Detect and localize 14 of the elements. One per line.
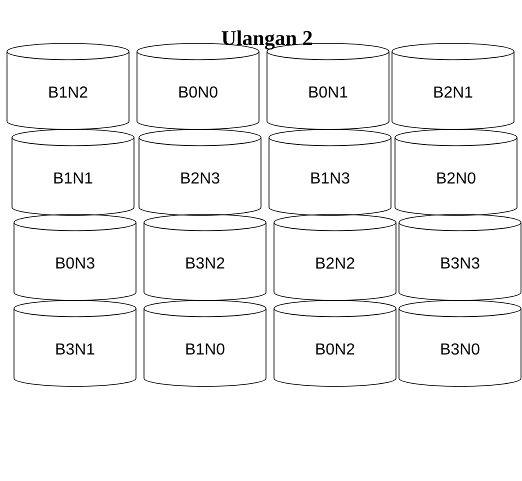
cylinder: B3N0	[398, 300, 522, 387]
cylinder: B3N1	[14, 300, 136, 387]
cylinder: B1N1	[12, 128, 134, 216]
cylinder: B3N2	[144, 214, 266, 301]
cylinder: B2N3	[138, 128, 262, 216]
cylinder: B0N3	[14, 214, 136, 301]
cylinder: B0N2	[274, 300, 396, 387]
cylinder: B1N2	[6, 42, 130, 130]
cylinder: B1N0	[144, 300, 266, 387]
cylinder: B3N3	[398, 214, 522, 301]
cylinder: B2N1	[392, 42, 514, 130]
cylinder: B1N3	[268, 128, 392, 216]
cylinder: B2N0	[394, 128, 518, 216]
cylinder: B2N2	[274, 214, 396, 301]
